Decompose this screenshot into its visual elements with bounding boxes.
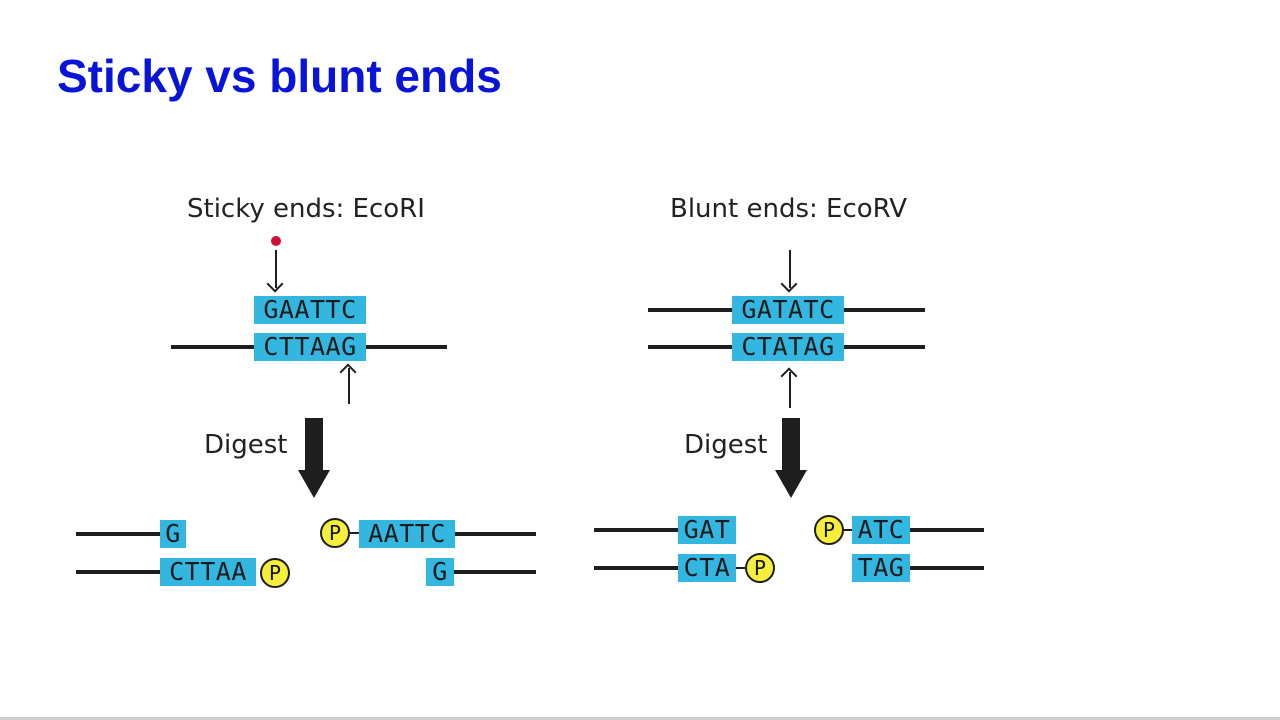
bottom-strand-cut-arrow [348, 368, 350, 404]
sticky-left-bottom-sequence: CTTAA [160, 558, 256, 586]
pointer-dot [271, 236, 281, 246]
sticky-right-top-strand [455, 532, 536, 536]
blunt-left-top-sequence: GAT [678, 516, 736, 544]
sticky-panel-title: Sticky ends: EcoRI [187, 194, 425, 224]
phosphate-icon: P [745, 553, 775, 583]
sticky-right-bottom-sequence: G [426, 558, 454, 586]
phosphate-icon: P [320, 518, 350, 548]
blunt-left-top-strand [594, 528, 680, 532]
sticky-left-top-sequence: G [160, 520, 186, 548]
sticky-left-top-strand [76, 532, 162, 536]
top-strand-cut-arrow [789, 250, 791, 288]
sticky-right-top-sequence: AATTC [359, 520, 455, 548]
blunt-right-top-strand [910, 528, 984, 532]
slide-bottom-border [0, 717, 1280, 720]
blunt-right-bottom-sequence: TAG [852, 554, 910, 582]
blunt-panel-title: Blunt ends: EcoRV [670, 194, 908, 224]
sticky-right-bottom-strand [454, 570, 536, 574]
slide-title: Sticky vs blunt ends [57, 50, 502, 102]
blunt-digest-arrow [775, 418, 807, 500]
blunt-top-sequence: GATATC [732, 296, 844, 324]
phosphate-icon: P [260, 558, 290, 588]
phosphate-bond [350, 532, 359, 534]
phosphate-icon: P [814, 515, 844, 545]
blunt-right-bottom-strand [910, 566, 984, 570]
blunt-bottom-sequence: CTATAG [732, 333, 844, 361]
sticky-bottom-sequence: CTTAAG [254, 333, 366, 361]
phosphate-bond [736, 567, 745, 569]
blunt-left-bottom-sequence: CTA [678, 554, 736, 582]
blunt-right-top-sequence: ATC [852, 516, 910, 544]
sticky-digest-label: Digest [204, 430, 288, 460]
sticky-top-sequence: GAATTC [254, 296, 366, 324]
top-strand-cut-arrow [275, 250, 277, 288]
bottom-strand-cut-arrow [789, 372, 791, 408]
blunt-left-bottom-strand [594, 566, 680, 570]
sticky-left-bottom-strand [76, 570, 162, 574]
sticky-digest-arrow [298, 418, 330, 500]
blunt-digest-label: Digest [684, 430, 768, 460]
phosphate-bond [844, 529, 852, 531]
